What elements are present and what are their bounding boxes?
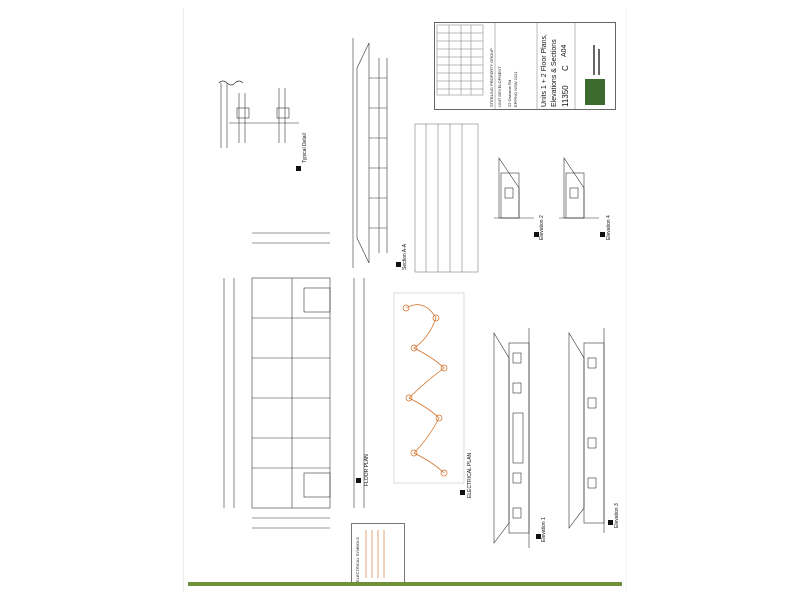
elevation-2-label: Elevation 2 xyxy=(539,215,545,240)
project-name: UNIT DEVELOPMENT xyxy=(497,66,502,107)
address-line-2: EPPING NSW 2121 xyxy=(513,71,518,107)
footer-bar xyxy=(188,582,622,586)
elevation-4-label: Elevation 4 xyxy=(606,215,612,240)
job-number: 11350 xyxy=(561,85,570,107)
elevation-3-marker xyxy=(608,520,613,525)
address-line-1: 22 Osborne Rd xyxy=(507,79,512,107)
electrical-plan-drawing xyxy=(393,292,465,484)
elevation-1-label: Elevation 1 xyxy=(541,517,547,542)
brand-logo xyxy=(585,45,609,107)
electrical-legend-title: ELECTRICAL SYMBOLS xyxy=(355,537,360,582)
elevation-2-drawing xyxy=(494,157,534,219)
elevation-1-drawing xyxy=(493,328,530,548)
section-aa-marker xyxy=(396,262,401,267)
elevation-4-drawing xyxy=(559,157,599,219)
elevation-3-drawing xyxy=(568,328,605,533)
floor-plan-drawing xyxy=(223,232,365,529)
sheet-size: A04 xyxy=(561,44,568,57)
elevation-2-marker xyxy=(534,232,539,237)
floor-plan-marker xyxy=(356,478,361,483)
elevation-1-marker xyxy=(536,534,541,539)
revision: C xyxy=(561,65,570,71)
electrical-plan-marker xyxy=(460,490,465,495)
electrical-legend: ELECTRICAL SYMBOLS xyxy=(351,523,405,585)
drawing-title-2: Elevations & Sections xyxy=(551,39,558,107)
section-aa-drawing xyxy=(352,38,388,268)
schedule-table xyxy=(414,123,479,273)
section-aa-label: Section A-A xyxy=(402,243,408,270)
typical-detail-marker xyxy=(296,166,301,171)
floor-plan-label: FLOOR PLAN xyxy=(364,454,370,486)
elevation-4-marker xyxy=(600,232,605,237)
elevation-3-label: Elevation 3 xyxy=(614,503,620,528)
electrical-legend-symbols xyxy=(365,530,385,578)
title-block: STERLING PROPERTY GROUP UNIT DEVELOPMENT… xyxy=(434,22,616,110)
drawing-title-1: Units 1 + 2 Floor Plans, xyxy=(541,34,548,107)
client-name: STERLING PROPERTY GROUP xyxy=(489,48,494,107)
drawing-sheet: STERLING PROPERTY GROUP UNIT DEVELOPMENT… xyxy=(183,8,627,592)
typical-detail-label: Typical Detail xyxy=(302,133,308,163)
typical-detail-drawing xyxy=(218,80,299,148)
electrical-plan-label: ELECTRICAL PLAN xyxy=(467,452,473,498)
title-block-grid xyxy=(436,23,576,109)
